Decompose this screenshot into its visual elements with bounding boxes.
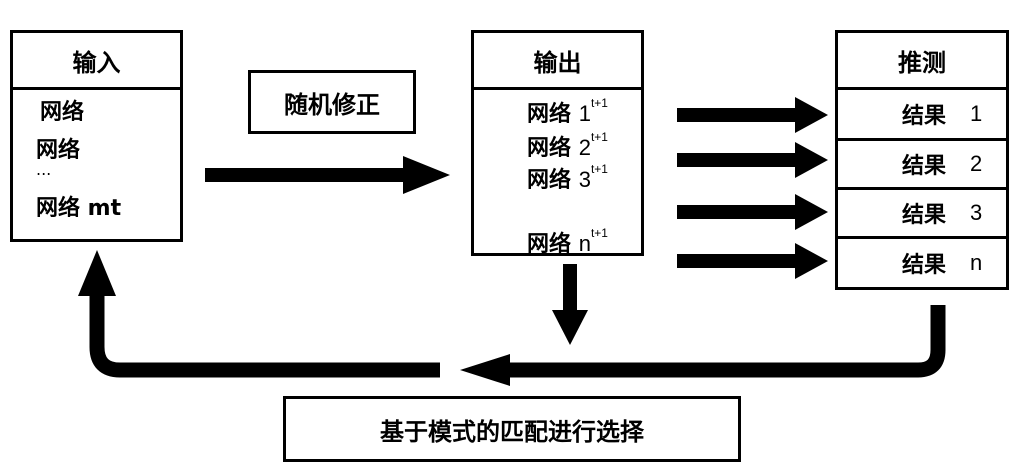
predict-result-1-label: 结果	[902, 104, 947, 129]
output-item-n: 网络 nt+1	[527, 226, 608, 258]
input-item-1: 网络	[40, 100, 85, 125]
arrow-input-to-output	[205, 156, 450, 194]
predict-result-1-num: 1	[970, 101, 983, 126]
predict-title: 推测	[835, 30, 1009, 90]
output-item-3: 网络 3t+1	[527, 162, 608, 194]
output-item-n-num: n	[578, 231, 591, 256]
output-item-1: 网络 1t+1	[527, 96, 608, 128]
predict-result-3: 结果 3	[835, 187, 1009, 239]
predict-result-n: 结果 n	[835, 236, 1009, 290]
output-item-2-label: 网络	[527, 136, 572, 161]
arrow-output-down	[552, 264, 588, 345]
predict-result-3-label: 结果	[902, 203, 947, 228]
output-item-3-label: 网络	[527, 168, 572, 193]
output-item-1-sup: t+1	[590, 95, 608, 110]
predict-result-2-label: 结果	[902, 154, 947, 179]
output-item-1-num: 1	[578, 101, 591, 126]
output-item-2-num: 2	[578, 135, 591, 160]
random-correction-label: 随机修正	[284, 90, 380, 119]
output-item-1-label: 网络	[527, 102, 572, 127]
predict-result-n-label: 结果	[902, 253, 947, 278]
selection-label: 基于模式的匹配进行选择	[380, 417, 644, 446]
output-item-2: 网络 2t+1	[527, 130, 608, 162]
output-item-3-sup: t+1	[590, 161, 608, 176]
output-item-n-label: 网络	[527, 232, 572, 257]
selection-box: 基于模式的匹配进行选择	[283, 396, 741, 462]
output-item-n-sup: t+1	[590, 225, 608, 240]
predict-result-3-num: 3	[970, 200, 983, 225]
output-item-3-num: 3	[578, 167, 591, 192]
output-item-2-sup: t+1	[590, 129, 608, 144]
random-correction-box: 随机修正	[248, 70, 416, 134]
input-item-ellipsis: ...	[36, 160, 52, 179]
arrow-predict-feedback	[460, 305, 946, 386]
arrow-output-to-result-n	[677, 243, 828, 279]
output-title: 输出	[471, 30, 644, 90]
arrow-return-to-input	[78, 250, 440, 378]
arrow-output-to-result-2	[677, 142, 828, 178]
arrow-output-to-result-1	[677, 97, 828, 133]
input-item-mt: 网络 mt	[36, 196, 122, 221]
input-item-2: 网络	[36, 138, 81, 163]
arrow-output-to-result-3	[677, 194, 828, 230]
predict-result-2-num: 2	[970, 151, 983, 176]
predict-result-n-num: n	[970, 250, 983, 275]
input-title: 输入	[10, 30, 183, 90]
